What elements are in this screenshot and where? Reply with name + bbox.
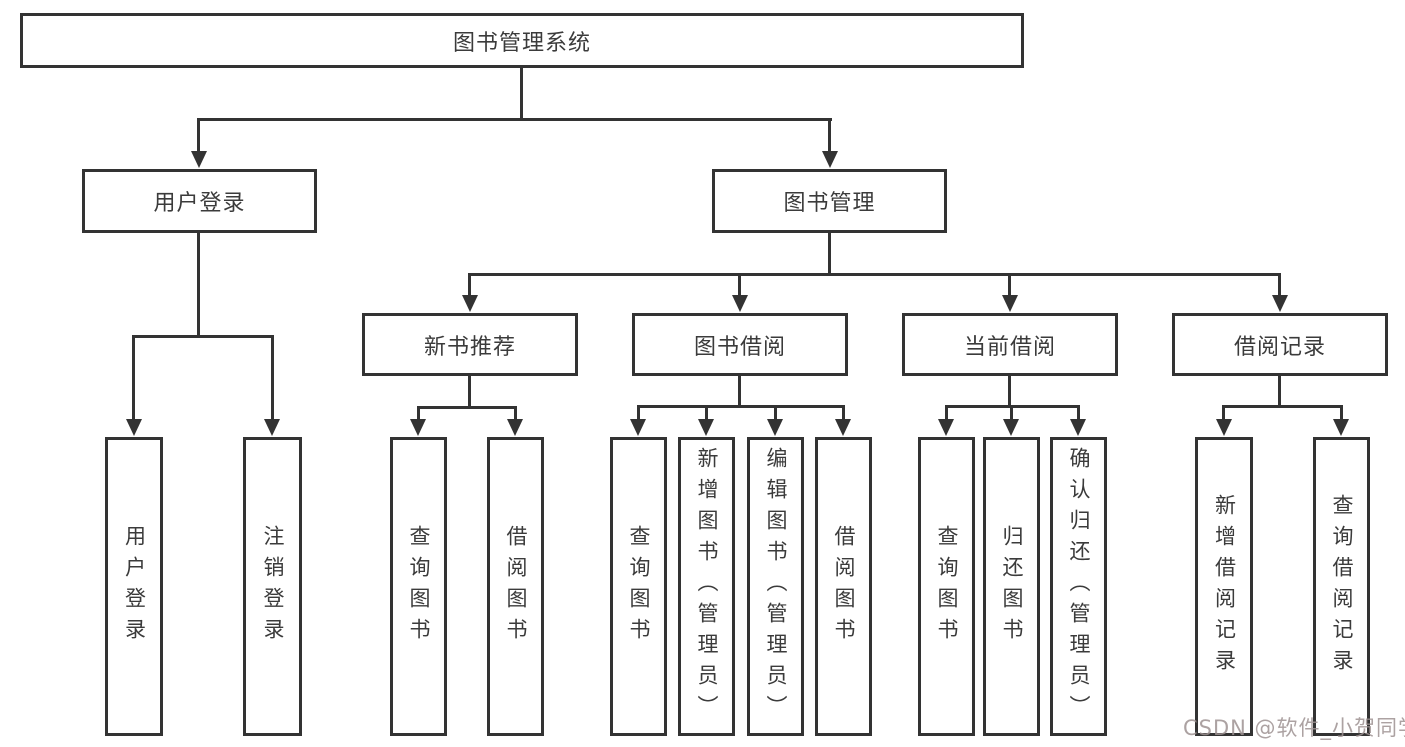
arrow-down-icon xyxy=(822,151,838,168)
node-book-management: 图书管理 xyxy=(712,169,947,233)
leaf-records-add-record: 新增借阅记录 xyxy=(1195,437,1253,736)
connector-line xyxy=(132,335,135,422)
connector-line xyxy=(637,405,640,422)
arrow-down-icon xyxy=(1003,419,1019,436)
arrow-down-icon xyxy=(732,295,748,312)
connector-line xyxy=(828,231,831,275)
connector-line xyxy=(1008,374,1011,407)
leaf-borrow-borrow-books: 借阅图书 xyxy=(815,437,872,736)
connector-line xyxy=(1077,405,1080,422)
connector-line xyxy=(637,405,845,408)
connector-line xyxy=(738,374,741,407)
connector-line xyxy=(842,405,845,422)
connector-line xyxy=(738,273,741,299)
arrow-down-icon xyxy=(462,295,478,312)
leaf-current-query-books: 查询图书 xyxy=(918,437,975,736)
connector-line xyxy=(774,405,777,422)
arrow-down-icon xyxy=(264,419,280,436)
connector-line xyxy=(197,118,832,121)
arrow-down-icon xyxy=(938,419,954,436)
connector-line xyxy=(468,273,1281,276)
connector-line xyxy=(132,335,274,338)
arrow-down-icon xyxy=(835,419,851,436)
leaf-records-query-record: 查询借阅记录 xyxy=(1313,437,1370,736)
leaf-logout: 注销登录 xyxy=(243,437,302,736)
connector-line xyxy=(271,335,274,422)
leaf-borrow-edit-books-admin: 编辑图书（管理员） xyxy=(747,437,804,736)
arrow-down-icon xyxy=(630,419,646,436)
connector-line xyxy=(417,406,420,422)
connector-line xyxy=(1222,405,1225,422)
arrow-down-icon xyxy=(767,419,783,436)
arrow-down-icon xyxy=(1070,419,1086,436)
leaf-newrec-query-books: 查询图书 xyxy=(390,437,447,736)
connector-line xyxy=(1278,273,1281,299)
connector-line xyxy=(514,406,517,422)
connector-line xyxy=(1340,405,1343,422)
arrow-down-icon xyxy=(126,419,142,436)
leaf-current-return-books: 归还图书 xyxy=(983,437,1040,736)
arrow-down-icon xyxy=(191,151,207,168)
arrow-down-icon xyxy=(1002,295,1018,312)
arrow-down-icon xyxy=(507,419,523,436)
leaf-borrow-query-books: 查询图书 xyxy=(610,437,667,736)
leaf-newrec-borrow-books: 借阅图书 xyxy=(487,437,544,736)
leaf-current-confirm-return-admin: 确认归还（管理员） xyxy=(1050,437,1107,736)
node-library-management-system: 图书管理系统 xyxy=(20,13,1024,68)
arrow-down-icon xyxy=(698,419,714,436)
node-current-borrowing: 当前借阅 xyxy=(902,313,1118,376)
connector-line xyxy=(945,405,948,422)
arrow-down-icon xyxy=(1272,295,1288,312)
node-new-book-recommendation: 新书推荐 xyxy=(362,313,578,376)
arrow-down-icon xyxy=(410,419,426,436)
connector-line xyxy=(468,374,471,408)
connector-line xyxy=(828,118,831,154)
connector-line xyxy=(1008,273,1011,299)
connector-line xyxy=(705,405,708,422)
connector-line xyxy=(1278,374,1281,407)
node-book-borrowing: 图书借阅 xyxy=(632,313,848,376)
leaf-borrow-add-books-admin: 新增图书（管理员） xyxy=(678,437,735,736)
connector-line xyxy=(520,66,523,120)
connector-line xyxy=(417,406,517,409)
node-user-login: 用户登录 xyxy=(82,169,317,233)
connector-line xyxy=(197,118,200,154)
arrow-down-icon xyxy=(1216,419,1232,436)
connector-line xyxy=(1222,405,1343,408)
watermark-text: CSDN @软件_小贺同学 xyxy=(1183,716,1405,740)
connector-line xyxy=(468,273,471,299)
leaf-user-login: 用户登录 xyxy=(105,437,163,736)
connector-line xyxy=(197,231,200,338)
connector-line xyxy=(1010,405,1013,422)
node-borrowing-records: 借阅记录 xyxy=(1172,313,1388,376)
arrow-down-icon xyxy=(1333,419,1349,436)
